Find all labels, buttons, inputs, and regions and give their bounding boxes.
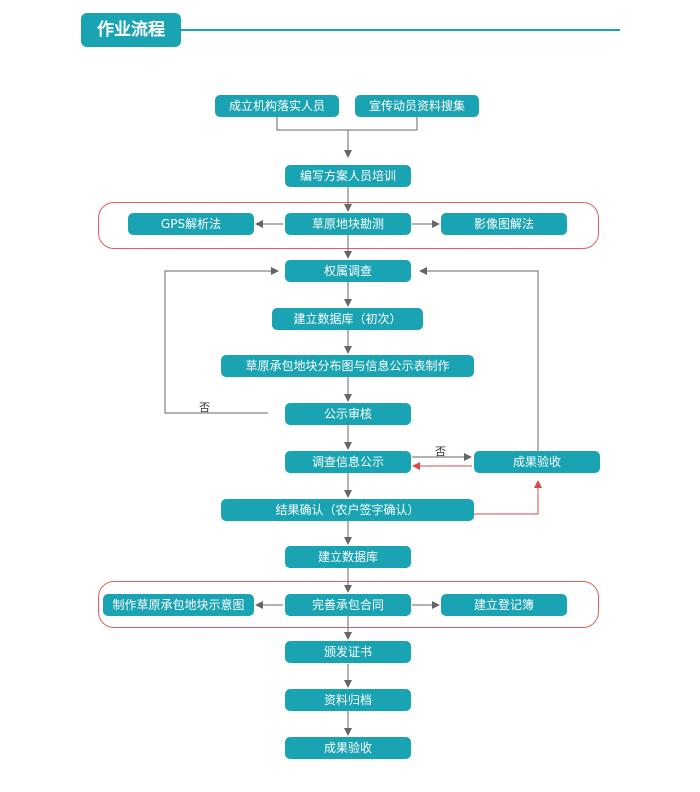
node-build-database: 建立数据库 — [285, 546, 411, 568]
node-establish-organization: 成立机构落实人员 — [215, 95, 339, 117]
page-title: 作业流程 — [81, 13, 181, 47]
node-archive: 资料归档 — [285, 689, 411, 711]
node-publicity-data-collection: 宣传动员资料搜集 — [355, 95, 479, 117]
node-final-acceptance: 成果验收 — [285, 737, 411, 759]
node-result-confirmation: 结果确认（农户签字确认） — [221, 499, 474, 521]
label-no-right: 否 — [435, 445, 446, 458]
node-sketch-map: 制作草原承包地块示意图 — [103, 594, 254, 616]
node-contract: 完善承包合同 — [285, 594, 411, 616]
node-plan-training: 编写方案人员培训 — [285, 165, 411, 187]
node-gps-method: GPS解析法 — [128, 213, 254, 235]
node-initial-database: 建立数据库（初次） — [272, 308, 423, 330]
node-image-method: 影像图解法 — [441, 213, 567, 235]
node-distribution-map: 草原承包地块分布图与信息公示表制作 — [221, 355, 474, 377]
node-register: 建立登记簿 — [441, 594, 567, 616]
node-parcel-survey: 草原地块勘测 — [285, 213, 411, 235]
title-underline — [181, 29, 620, 31]
label-no-left: 否 — [199, 401, 210, 414]
node-info-publicity: 调查信息公示 — [285, 451, 411, 473]
node-issue-certificate: 颁发证书 — [285, 641, 411, 663]
node-ownership-survey: 权属调查 — [285, 260, 411, 282]
node-publicity-review: 公示审核 — [285, 403, 411, 425]
node-result-acceptance-side: 成果验收 — [474, 451, 600, 473]
